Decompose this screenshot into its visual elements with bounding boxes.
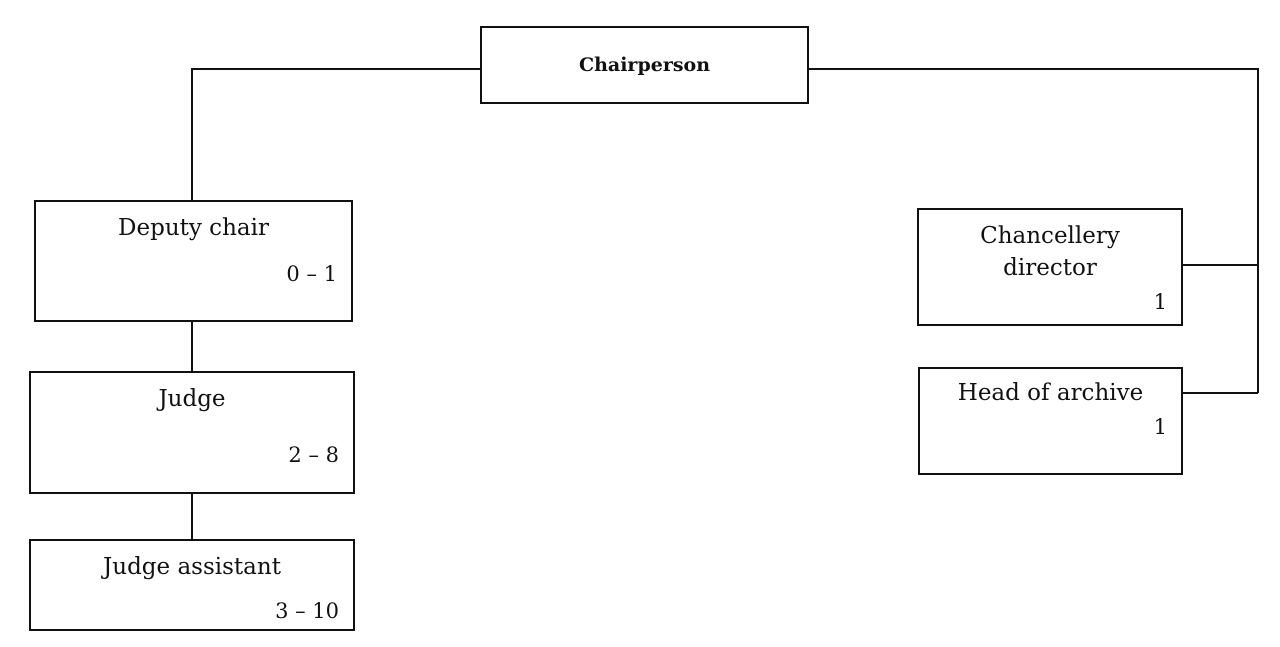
judge-count: 2 – 8 bbox=[288, 443, 339, 467]
connector-chair-deputy bbox=[191, 68, 481, 201]
judge-box: Judge 2 – 8 bbox=[29, 371, 355, 494]
head-of-archive-box: Head of archive 1 bbox=[918, 367, 1183, 475]
connector-chair-right-branch bbox=[808, 68, 1259, 393]
head-of-archive-title: Head of archive bbox=[957, 380, 1144, 406]
chancellery-director-box: Chancellery director 1 bbox=[917, 208, 1183, 326]
chairperson-title: Chairperson bbox=[578, 54, 711, 76]
chairperson-box: Chairperson bbox=[480, 26, 809, 104]
deputy-chair-title: Deputy chair bbox=[118, 215, 269, 241]
judge-assistant-box: Judge assistant 3 – 10 bbox=[29, 539, 355, 631]
judge-title: Judge bbox=[158, 386, 226, 412]
judge-assistant-title: Judge assistant bbox=[103, 554, 281, 580]
judge-assistant-count: 3 – 10 bbox=[275, 599, 339, 623]
chancellery-director-title-line2: director bbox=[1003, 255, 1097, 281]
chancellery-director-count: 1 bbox=[1153, 290, 1167, 314]
deputy-chair-box: Deputy chair 0 – 1 bbox=[34, 200, 353, 322]
head-of-archive-count: 1 bbox=[1153, 415, 1167, 439]
deputy-chair-count: 0 – 1 bbox=[286, 262, 337, 286]
chancellery-director-title-line1: Chancellery bbox=[980, 223, 1120, 249]
chancellery-director-title: Chancellery director bbox=[919, 220, 1181, 284]
